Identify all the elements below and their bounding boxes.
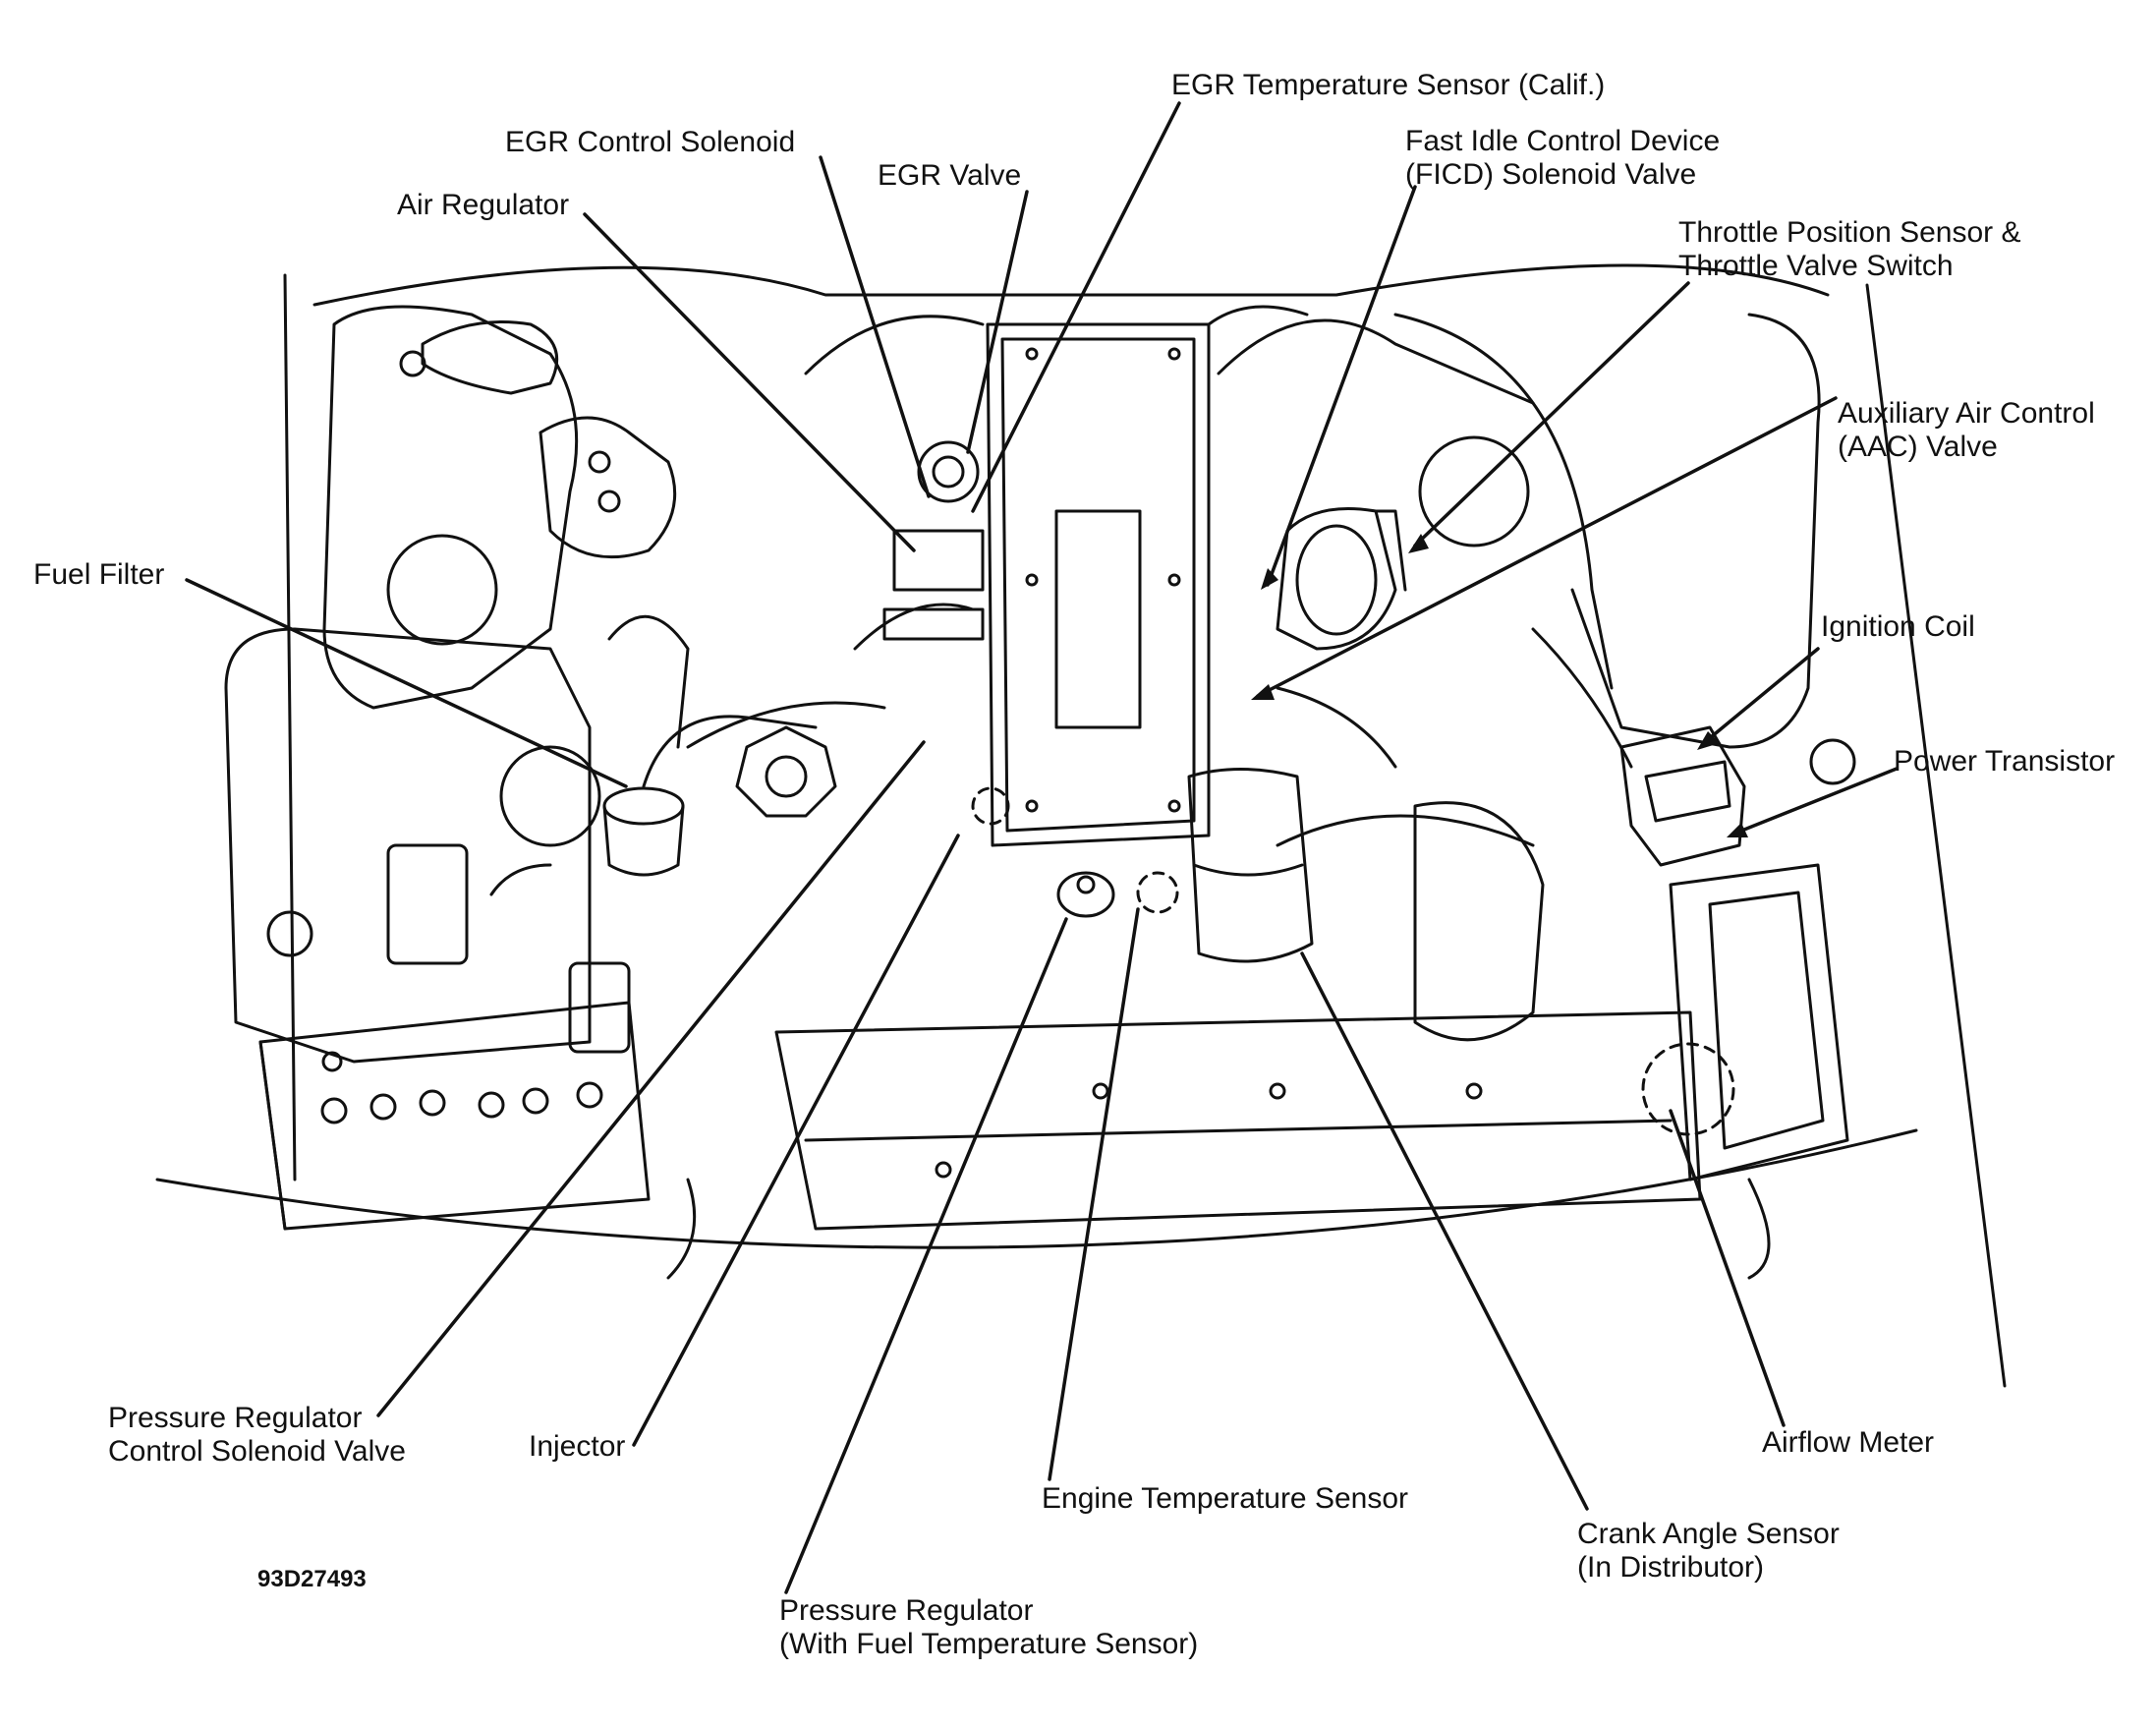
label-injector: Injector	[529, 1430, 626, 1463]
label-fuel-filter: Fuel Filter	[33, 558, 165, 591]
brake-master-area	[386, 320, 690, 749]
pressure-regulator	[1056, 871, 1115, 918]
egr-valve	[882, 440, 985, 641]
relay-boxes	[266, 745, 631, 1054]
label-aac-valve: Auxiliary Air Control (AAC) Valve	[1838, 397, 2095, 463]
radiator-cap	[735, 725, 837, 818]
ignition-coil	[1619, 725, 1856, 867]
arrowheads	[1251, 534, 1748, 837]
fuel-filter	[602, 715, 818, 877]
label-engine-temperature-sensor: Engine Temperature Sensor	[1042, 1482, 1409, 1515]
label-air-regulator: Air Regulator	[397, 189, 570, 221]
engine-bay-outline	[155, 263, 2007, 1388]
battery	[258, 1001, 651, 1231]
intake-plenum	[986, 322, 1211, 847]
label-throttle-position-sensor: Throttle Position Sensor & Throttle Valv…	[1678, 216, 2021, 282]
radiator-support	[666, 1010, 1771, 1280]
label-ignition-coil: Ignition Coil	[1821, 610, 1975, 643]
label-power-transistor: Power Transistor	[1894, 745, 2116, 778]
label-ficd-solenoid-valve: Fast Idle Control Device (FICD) Solenoid…	[1405, 125, 1721, 191]
air-cleaner-box	[1413, 801, 1849, 1181]
label-egr-control-solenoid: EGR Control Solenoid	[505, 126, 796, 158]
label-crank-angle-sensor: Crank Angle Sensor (In Distributor)	[1577, 1518, 1840, 1584]
distributor	[1187, 768, 1314, 963]
hoses	[686, 305, 1633, 847]
throttle-body	[1276, 435, 1530, 651]
label-egr-temperature-sensor: EGR Temperature Sensor (Calif.)	[1171, 69, 1606, 101]
figure-code: 93D27493	[257, 1566, 367, 1592]
label-airflow-meter: Airflow Meter	[1762, 1426, 1935, 1459]
leader-lines	[185, 101, 1899, 1594]
label-egr-valve: EGR Valve	[878, 159, 1022, 192]
label-pressure-regulator-control-solenoid: Pressure Regulator Control Solenoid Valv…	[108, 1402, 406, 1468]
label-pressure-regulator: Pressure Regulator (With Fuel Temperatur…	[779, 1594, 1199, 1660]
